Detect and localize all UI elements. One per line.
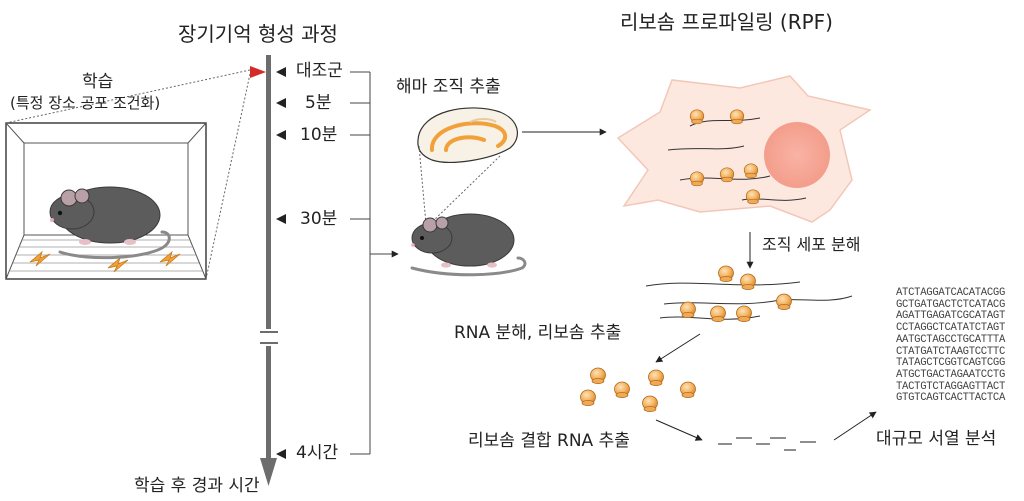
cell-icon (616, 75, 872, 223)
sequence-line: GTGTCAGTCACTTACTCA (896, 392, 1006, 405)
sequence-line: CCTAGGCTCATATCTAGT (896, 322, 1006, 335)
learning-title: 학습 (82, 72, 114, 92)
hippocampus-label: 해마 조직 추출 (396, 77, 501, 97)
timeline-axis-label: 학습 후 경과 시간 (134, 476, 260, 496)
sequence-line: TATAGCTCGGTCAGTCGG (896, 357, 1006, 370)
timeline-title: 장기기억 형성 과정 (178, 22, 338, 46)
sequence-line: GCTGATGACTCTCATACG (896, 298, 1006, 311)
mrna-ribosome-complex (645, 265, 853, 323)
step-lysis: 조직 세포 분해 (762, 235, 861, 254)
projection-lines (5, 69, 251, 280)
learning-subtitle: (특정 장소 공포 조건화) (10, 94, 161, 112)
sequence-line: ATGCTGACTAGAATCCTG (896, 368, 1006, 381)
sequence-line: TACTGTCTAGGAGTTACT (896, 380, 1006, 393)
tick-label-10min: 10분 (300, 125, 338, 145)
mouse-icon (410, 213, 527, 277)
time-bracket (350, 71, 399, 455)
sequence-line: AGATTGAGATCGCATAGT (896, 310, 1006, 323)
tick-label-30min: 30분 (300, 209, 338, 229)
hippocampus-icon (417, 107, 518, 163)
sequence-line: ATCTAGGATCACATACGG (896, 287, 1006, 299)
free-ribosomes (580, 367, 696, 413)
rna-fragments (718, 437, 816, 451)
sequence-reads: ATCTAGGATCACATACGG GCTGATGACTCTCATACG AG… (896, 287, 1006, 405)
mouse-icon (49, 186, 171, 260)
step-bound-rna: 리보솜 결합 RNA 추출 (468, 431, 630, 451)
tick-label-control: 대조군 (296, 61, 343, 81)
tick-label-5min: 5분 (305, 93, 332, 113)
tick-label-4h: 4시간 (296, 443, 339, 463)
sequence-line: CTATGATCTAAGTCCTTC (896, 345, 1006, 358)
step-rna-digest: RNA 분해, 리보솜 추출 (454, 323, 622, 343)
sequence-line: AATGCTAGCCTGCATTTA (896, 333, 1006, 346)
step-sequencing: 대규모 서열 분석 (876, 429, 997, 449)
timeline-axis (260, 55, 286, 486)
rpf-title: 리보솜 프로파일링 (RPF) (620, 10, 833, 34)
marker-icon (250, 66, 266, 78)
